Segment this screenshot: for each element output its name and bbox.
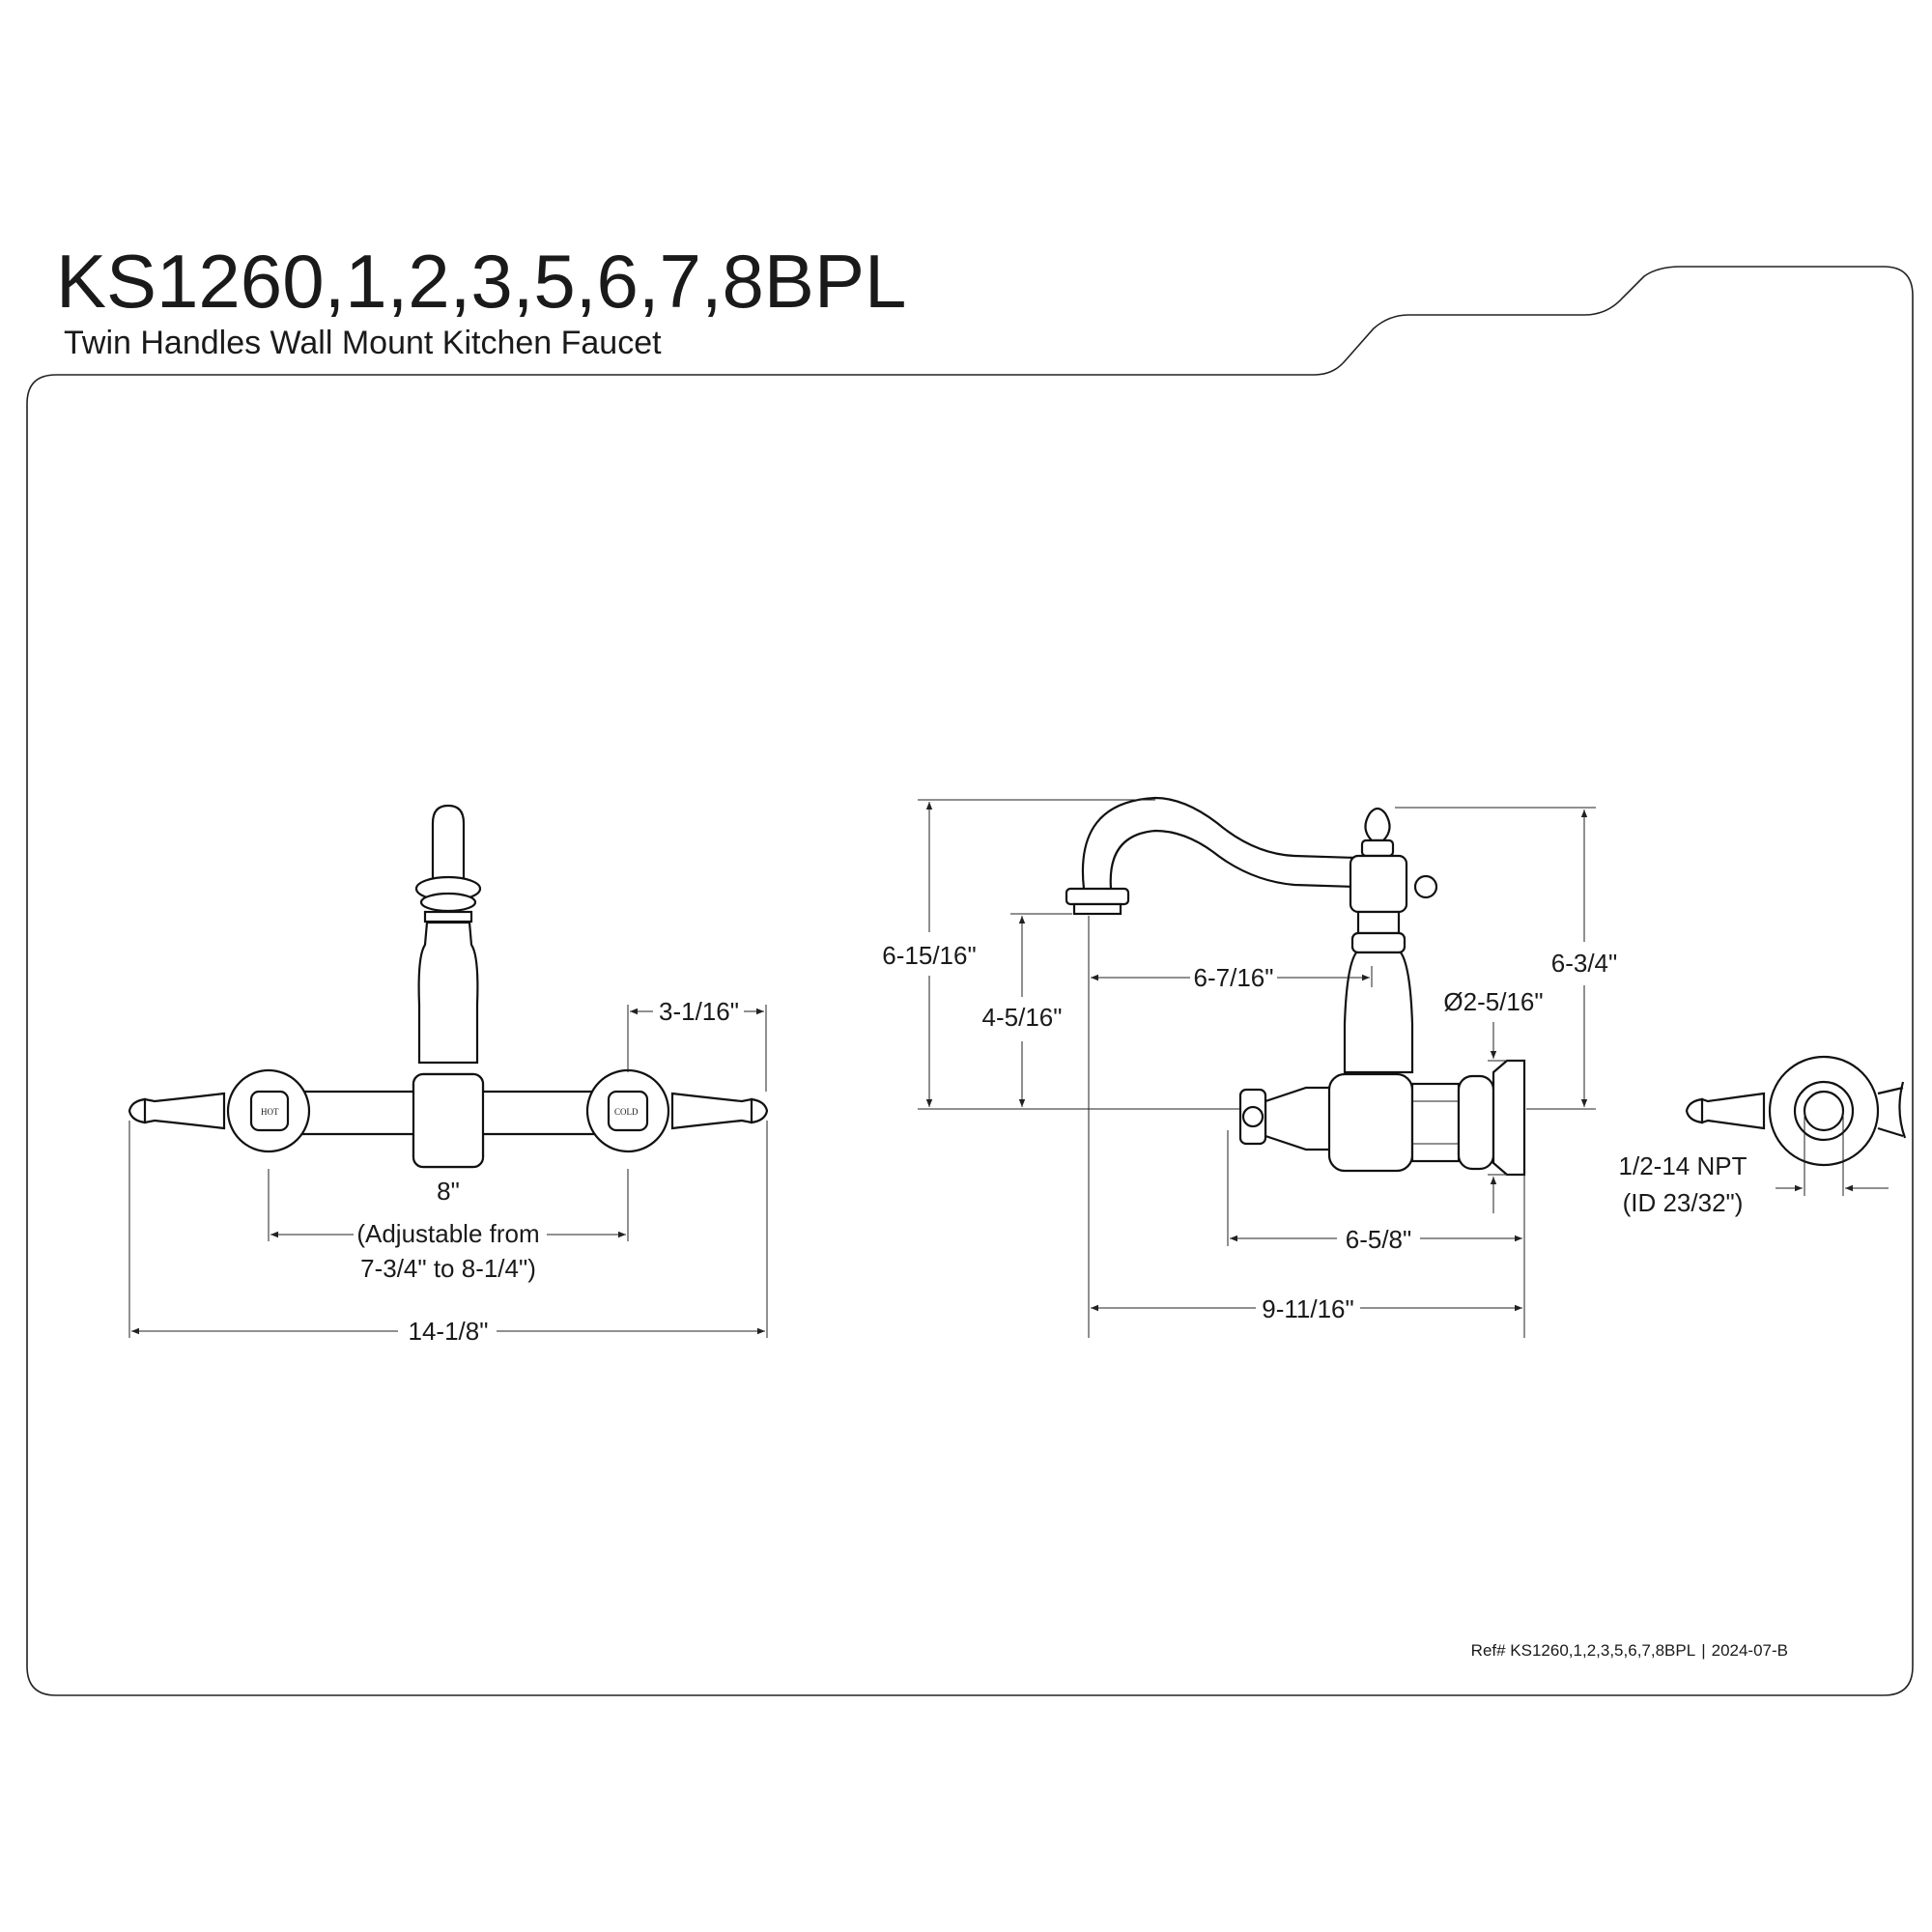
dim-centers-note: (Adjustable from [356,1219,539,1248]
spout-hub [1349,854,1408,914]
spout-arch-inner [1109,829,1357,890]
model-title: KS1260,1,2,3,5,6,7,8BPL [56,239,906,324]
detail-lever [1696,1092,1766,1130]
spout-top [431,804,466,891]
valve-nut [1410,1082,1461,1163]
footer-revision: 2024-07-B [1712,1641,1788,1660]
hub-neck [1356,910,1401,935]
hot-label: HOT [261,1107,279,1117]
hot-valve [249,1090,290,1132]
vertical-tube [417,921,479,1065]
valve-body [1327,1072,1414,1173]
detail-arm [1877,1081,1907,1139]
cold-label: COLD [614,1107,639,1117]
dim-overall-depth: 9-11/16" [1262,1294,1353,1323]
dim-spout-reach: 6-7/16" [1194,963,1274,992]
dim-centers: 8" [437,1177,460,1206]
aerator [1072,902,1122,916]
spout-neck [423,910,473,923]
cold-lever [670,1092,757,1130]
dim-centers-range: 7-3/4" to 8-1/4") [360,1254,536,1283]
hub-ring [1350,931,1406,954]
spout-arch [1081,796,1357,890]
side-view: 6-15/16" 4-5/16" 6-7/16" Ø2-5/16" 6-3/4"… [882,796,1618,1338]
front-view: HOT COLD 3-1/16" 8" (Adjustable from 7-3… [128,804,769,1346]
dim-handle-offset: 3-1/16" [659,997,739,1026]
detail-thread: 1/2-14 NPT [1619,1151,1747,1180]
wall-escutcheon [1457,1074,1495,1171]
dim-height-right: 6-3/4" [1551,949,1618,978]
cold-valve [607,1090,649,1132]
detail-lever-tip [1685,1097,1704,1124]
vertical-body [1343,951,1414,1074]
dim-spout-height: 4-5/16" [982,1003,1063,1032]
detail-id: (ID 23/32") [1623,1188,1744,1217]
knob-base [1360,838,1395,858]
hot-lever-tip [128,1097,147,1124]
wall-flange [1492,1059,1526,1177]
footer-ref-number: Ref# KS1260,1,2,3,5,6,7,8BPL [1471,1641,1696,1660]
handle-cap-screw [1241,1105,1264,1128]
hot-lever [139,1092,226,1130]
cold-lever-tip [750,1097,769,1124]
dim-overall-height: 6-15/16" [882,941,976,970]
dim-flange-dia: Ø2-5/16" [1443,987,1543,1016]
product-subtitle: Twin Handles Wall Mount Kitchen Faucet [64,325,662,361]
spout-outlet [1065,887,1130,906]
dim-body-depth: 6-5/8" [1346,1225,1412,1254]
detail-fitting [1793,1080,1855,1142]
footer-separator: | [1701,1641,1705,1660]
sheet-frame [26,266,1914,1696]
footer-ref: Ref# KS1260,1,2,3,5,6,7,8BPL | 2024-07-B [1471,1641,1788,1660]
spout-collar [419,892,477,913]
top-knob [1364,807,1391,842]
valve-cone [1264,1086,1333,1151]
detail-view: 1/2-14 NPT (ID 23/32") [1619,1055,1907,1217]
side-button [1413,874,1438,899]
dim-overall-width: 14-1/8" [409,1317,489,1346]
central-body-front [412,1072,485,1169]
